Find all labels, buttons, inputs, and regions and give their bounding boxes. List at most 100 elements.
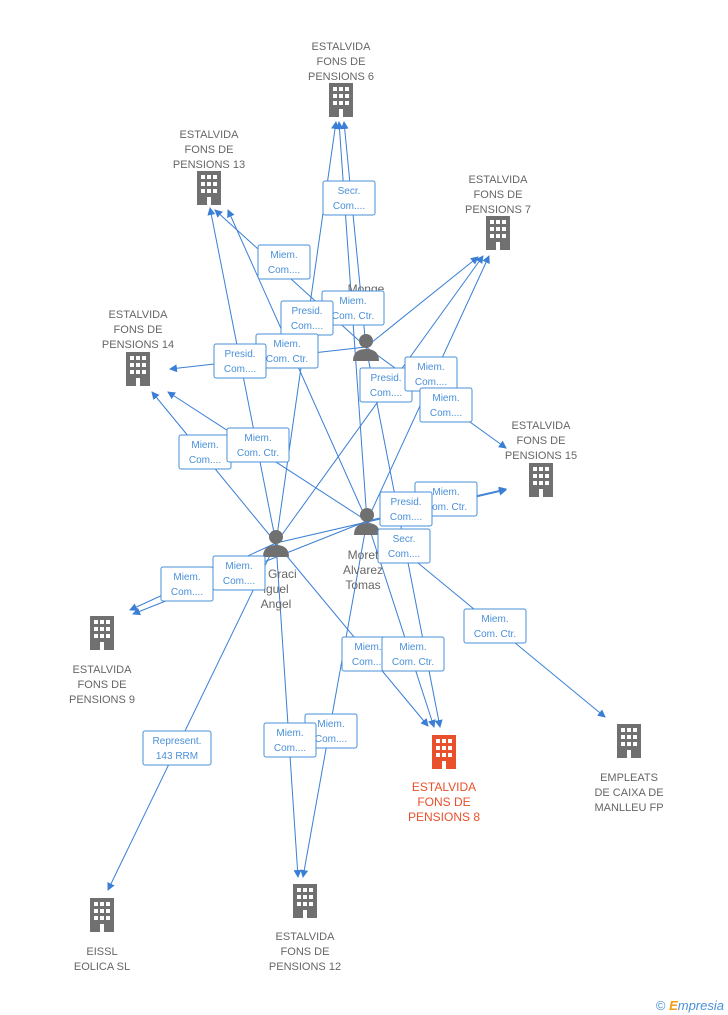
- edges: [107, 121, 606, 891]
- edge-label[interactable]: Presid. Com....: [213, 343, 267, 379]
- company-label: MANLLEU FP: [594, 802, 663, 814]
- edge-label-text: Com. Ctr.: [392, 657, 434, 668]
- edge-label-text: Com. Ctr.: [474, 629, 516, 640]
- company-label: FONS DE: [281, 946, 330, 958]
- edge-label[interactable]: Miem.Com....: [263, 722, 317, 758]
- company-node-empl[interactable]: EMPLEATS DE CAIXA DE MANLLEU FP: [594, 724, 664, 814]
- company-label: ESTALVIDA: [73, 664, 133, 676]
- edge-line: [275, 542, 302, 878]
- edge-label-text: Miem.: [173, 572, 200, 583]
- person-label: Alvarez: [343, 563, 383, 577]
- person-label: Moret: [348, 548, 379, 562]
- company-label: FONS DE: [474, 189, 523, 201]
- company-label: ESTALVIDA: [109, 309, 169, 321]
- edge-label-text: Com....: [291, 321, 323, 332]
- company-label: ESTALVIDA: [512, 420, 572, 432]
- building-icon: [617, 724, 641, 758]
- edge-label-text: Com....: [370, 388, 402, 399]
- edge-label-text: Represent.: [153, 736, 202, 747]
- edge-label[interactable]: Miem.Com. Ctr.: [226, 427, 290, 463]
- person-label: Tomas: [345, 578, 380, 592]
- edge-label-text: Com. Ctr.: [425, 502, 467, 513]
- edge-label-text: Com....: [390, 512, 422, 523]
- building-icon: [432, 735, 456, 769]
- company-label: PENSIONS 12: [269, 961, 341, 973]
- brand-logo-text: mpresia: [677, 998, 724, 1013]
- edge-label[interactable]: Presid.Com....: [280, 300, 334, 336]
- company-label: PENSIONS 7: [465, 204, 531, 216]
- company-node-fp12[interactable]: ESTALVIDA FONS DE PENSIONS 12: [269, 884, 341, 973]
- edge-label-text: Miem.: [191, 440, 218, 451]
- edge-label-text: Miem.: [432, 393, 459, 404]
- company-label: EMPLEATS: [600, 772, 658, 784]
- building-icon: [329, 83, 353, 117]
- company-label: PENSIONS 6: [308, 71, 374, 83]
- edge-label[interactable]: Presid. Com....: [379, 491, 433, 527]
- edge-label-text: 143 RRM: [156, 751, 198, 762]
- person-label: Angel: [261, 597, 292, 611]
- company-node-fp14[interactable]: ESTALVIDA FONS DE PENSIONS 14: [102, 309, 174, 386]
- edge-label[interactable]: Miem.Com....: [178, 434, 232, 470]
- edge-label-text: Com. Ctr.: [332, 311, 374, 322]
- company-label: DE CAIXA DE: [594, 787, 663, 799]
- company-label: PENSIONS 13: [173, 159, 245, 171]
- edge-label-text: Com....: [224, 364, 256, 375]
- edge-label[interactable]: Miem.Com....: [419, 387, 473, 423]
- building-icon: [293, 884, 317, 918]
- edge-label-text: Miem.: [270, 250, 297, 261]
- edge-label-text: Miem.: [273, 339, 300, 350]
- edge-label-text: Com....: [171, 587, 203, 598]
- edge-label[interactable]: Miem.Com....: [404, 356, 458, 392]
- person-icon: [354, 508, 380, 535]
- edge-label-text: Miem.: [481, 614, 508, 625]
- edge-label[interactable]: Miem.Com. Ctr.: [381, 636, 445, 672]
- copyright: © Empresia: [656, 998, 724, 1013]
- edge-label[interactable]: Represent. 143 RRM: [142, 730, 212, 766]
- edge-label-text: Miem.: [432, 487, 459, 498]
- company-label: PENSIONS 14: [102, 339, 174, 351]
- edge-label[interactable]: Miem. Com....: [160, 566, 214, 602]
- edge-label-text: Miem.: [244, 433, 271, 444]
- building-icon: [90, 616, 114, 650]
- company-node-fp7[interactable]: ESTALVIDA FONS DE PENSIONS 7: [465, 174, 531, 250]
- edge-label-text: Miem.: [417, 362, 444, 373]
- company-label: FONS DE: [114, 324, 163, 336]
- copyright-symbol: ©: [655, 998, 666, 1013]
- company-label: ESTALVIDA: [412, 780, 476, 794]
- company-label: ESTALVIDA: [469, 174, 529, 186]
- edge-label-text: Com....: [268, 265, 300, 276]
- edge-label-text: Secr.: [338, 186, 361, 197]
- edge-label[interactable]: Presid. Com....: [359, 367, 413, 403]
- company-label: ESTALVIDA: [276, 931, 336, 943]
- company-label: PENSIONS 9: [69, 694, 135, 706]
- edge-line: [365, 256, 479, 348]
- building-icon: [529, 463, 553, 497]
- edge-line: [300, 520, 368, 878]
- edge-label-text: Presid.: [390, 497, 421, 508]
- person-label: iguel: [263, 582, 288, 596]
- edge-label[interactable]: Secr.Com....: [322, 180, 376, 216]
- edge-label-text: Presid.: [370, 373, 401, 384]
- edge-label-text: Presid.: [224, 349, 255, 360]
- person-icon: [263, 530, 289, 557]
- edge-label-text: Miem.: [276, 728, 303, 739]
- edge-label[interactable]: Secr.Com....: [377, 528, 431, 564]
- building-icon: [197, 171, 221, 205]
- brand-logo-initial: E: [669, 998, 678, 1013]
- edge-label-text: Miem.: [317, 719, 344, 730]
- edge-label[interactable]: Miem. Com....: [257, 244, 311, 280]
- company-label: PENSIONS 8: [408, 810, 480, 824]
- company-label: FONS DE: [417, 795, 470, 809]
- edge-label[interactable]: Miem.Com....: [212, 555, 266, 591]
- edge-label-text: Miem.: [339, 296, 366, 307]
- edge-label[interactable]: Miem. Com. Ctr.: [463, 608, 527, 644]
